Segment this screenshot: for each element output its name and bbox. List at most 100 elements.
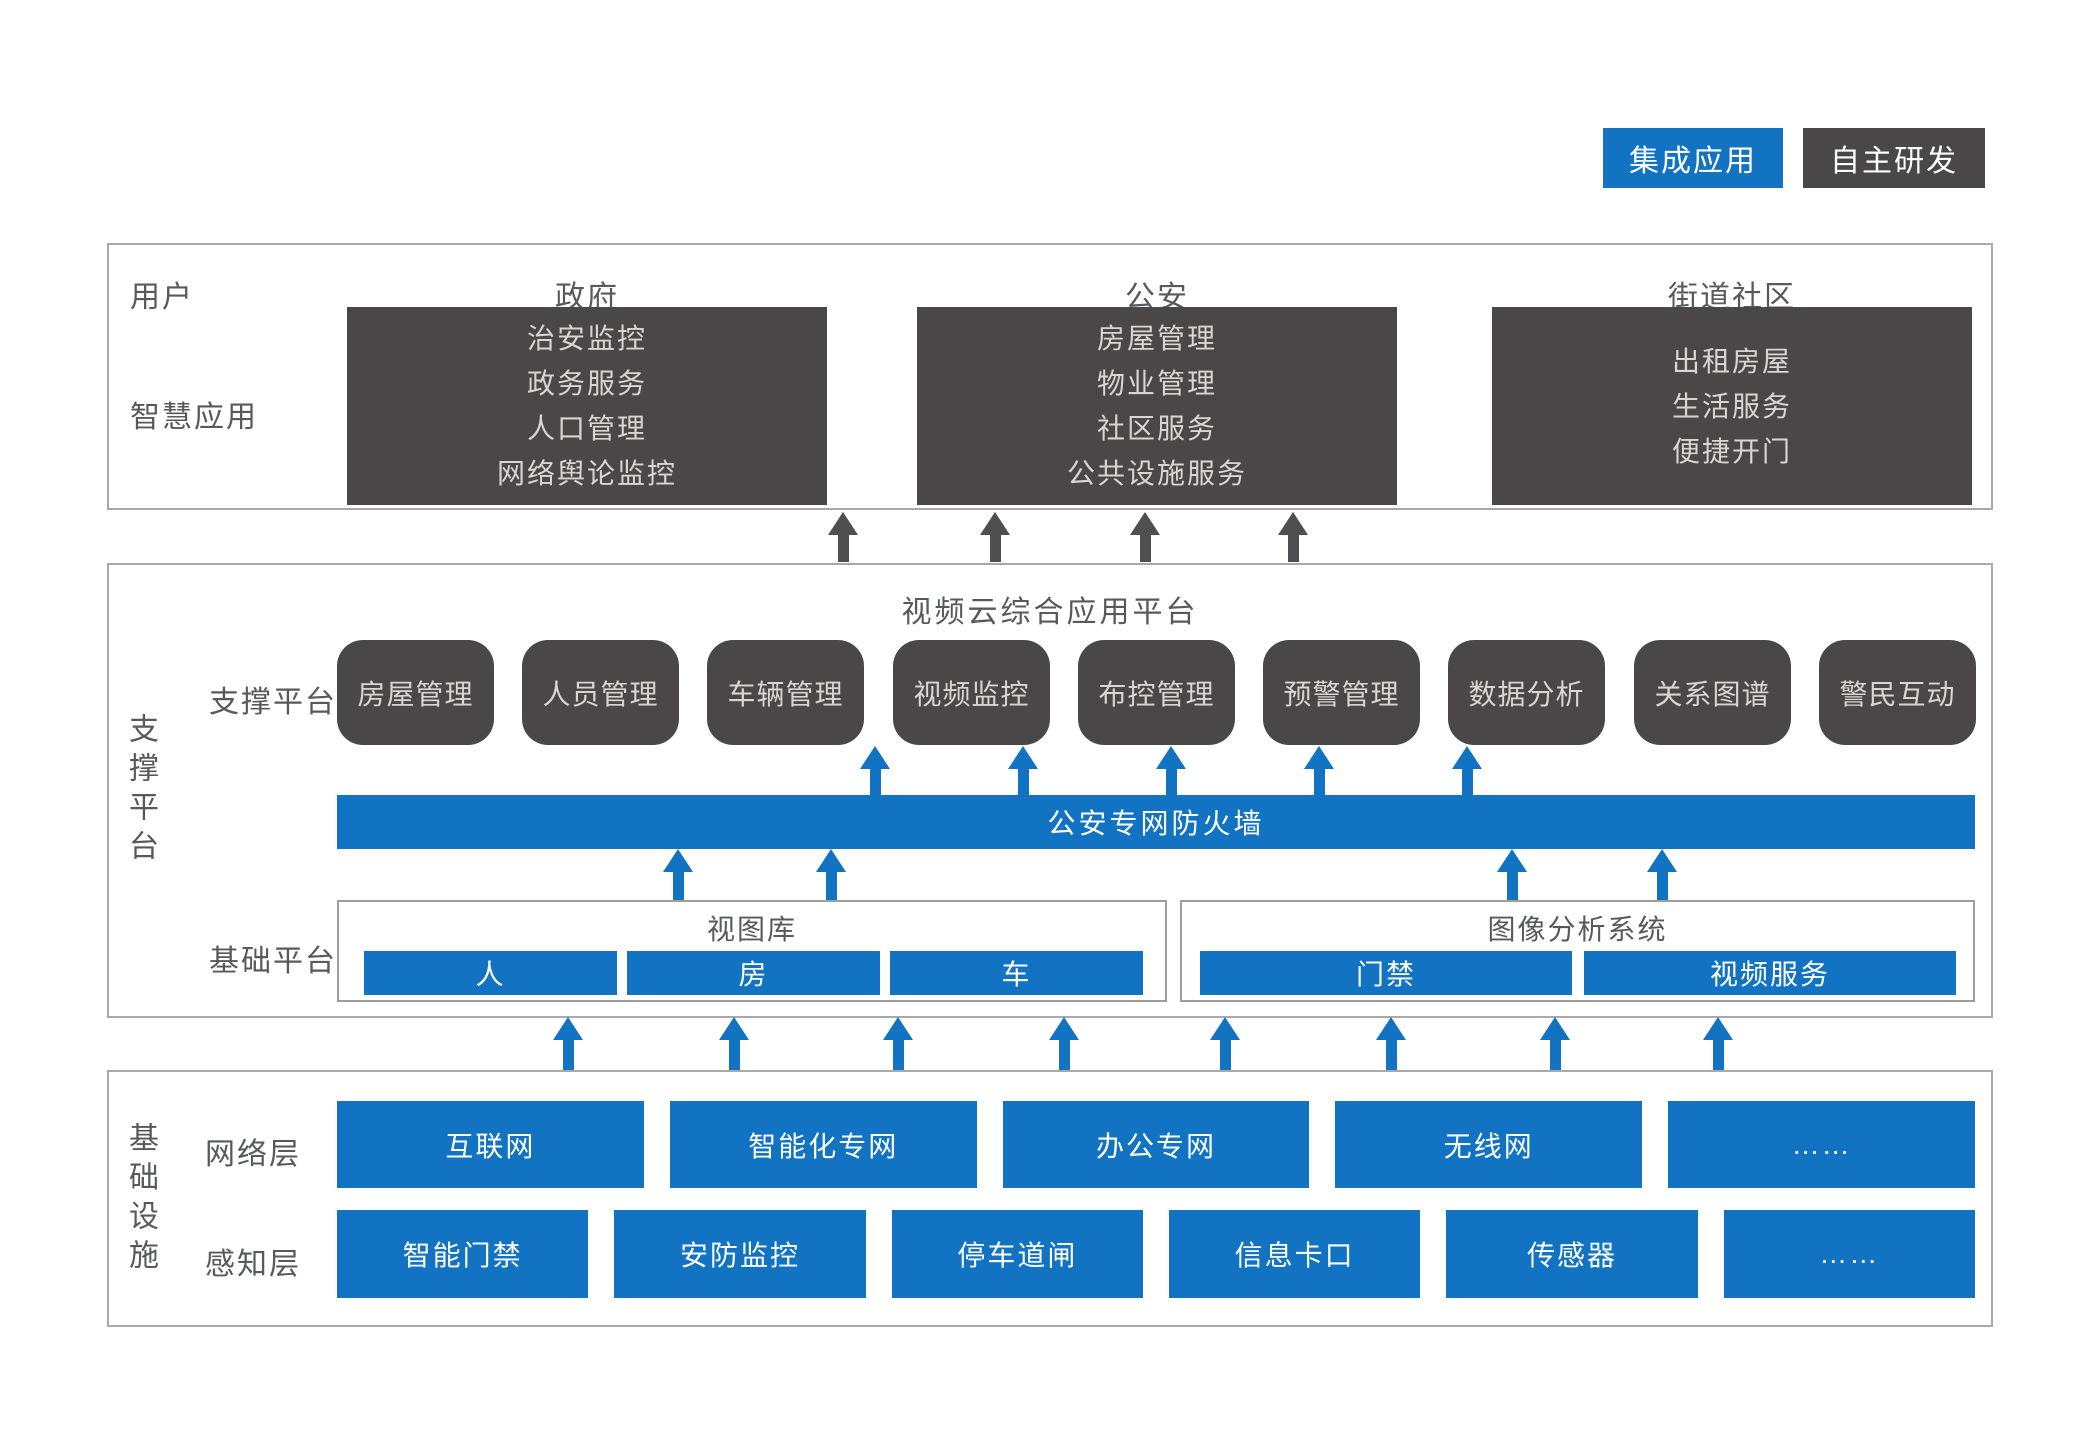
arrow-stem — [1287, 535, 1299, 562]
support-module: 警民互动 — [1819, 640, 1976, 745]
app-item: 治安监控 — [526, 323, 647, 354]
arrow-stem — [1139, 535, 1151, 562]
arrow-stem — [869, 769, 881, 795]
up-arrow-blue — [816, 849, 846, 900]
sensing-item: 信息卡口 — [1168, 1210, 1421, 1298]
up-arrow-blue — [1304, 746, 1334, 795]
support-module: 预警管理 — [1263, 640, 1420, 745]
up-arrow-blue — [1452, 746, 1482, 795]
up-arrow-blue — [1049, 1017, 1079, 1070]
arrow-stem — [1712, 1040, 1724, 1070]
arrow-head — [816, 849, 846, 872]
infrastructure-section: 基础设施 网络层 感知层 互联网 智能化专网 办公专网 无线网 …… 智能门禁 … — [107, 1070, 1993, 1327]
arrow-stem — [672, 872, 684, 900]
arrow-stem — [892, 1040, 904, 1070]
app-item: 房屋管理 — [1096, 323, 1217, 354]
arrow-head — [1130, 512, 1160, 535]
arrow-head — [719, 1017, 749, 1040]
up-arrow-blue — [1540, 1017, 1570, 1070]
up-arrow-blue — [1376, 1017, 1406, 1070]
app-item: 生活服务 — [1671, 390, 1792, 422]
arrow-head — [1008, 746, 1038, 769]
app-box-police: 房屋管理 物业管理 社区服务 公共设施服务 — [917, 307, 1397, 505]
support-module: 布控管理 — [1078, 640, 1235, 745]
image-analysis-box: 图像分析系统 门禁 视频服务 — [1180, 900, 1975, 1002]
support-row-label: 支撑平台 — [209, 686, 337, 719]
arrow-head — [1304, 746, 1334, 769]
network-item: 互联网 — [337, 1101, 644, 1188]
base-row-label: 基础平台 — [209, 945, 337, 978]
network-layer-row: 互联网 智能化专网 办公专网 无线网 …… — [337, 1101, 1975, 1188]
app-item: 政务服务 — [526, 368, 647, 399]
base-bar: 门禁 — [1200, 951, 1572, 995]
arrow-stem — [989, 535, 1001, 562]
arrow-stem — [1165, 769, 1177, 795]
arrow-head — [1647, 849, 1677, 872]
arrow-stem — [562, 1040, 574, 1070]
sensing-item: 安防监控 — [614, 1210, 866, 1298]
arrow-head — [1210, 1017, 1240, 1040]
support-module: 人员管理 — [522, 640, 679, 745]
up-arrow-blue — [1497, 849, 1527, 900]
sensing-layer-label: 感知层 — [205, 1248, 301, 1281]
sensing-item: 智能门禁 — [337, 1210, 589, 1298]
app-item: 社区服务 — [1096, 413, 1217, 444]
support-module: 车辆管理 — [707, 640, 864, 745]
arrow-head — [828, 512, 858, 535]
base-bar: 房 — [627, 951, 880, 995]
legend-integrated-badge: 集成应用 — [1603, 128, 1783, 188]
up-arrow-blue — [663, 849, 693, 900]
network-item: 办公专网 — [1002, 1101, 1310, 1188]
base-bar: 视频服务 — [1584, 951, 1956, 995]
up-arrow-blue — [1156, 746, 1186, 795]
arrow-head — [1703, 1017, 1733, 1040]
arrow-head — [883, 1017, 913, 1040]
arrow-head — [1156, 746, 1186, 769]
app-item: 便捷开门 — [1671, 435, 1792, 467]
up-arrow-blue — [553, 1017, 583, 1070]
support-module: 数据分析 — [1448, 640, 1605, 745]
arrow-stem — [1219, 1040, 1231, 1070]
app-item: 出租房屋 — [1671, 345, 1792, 377]
arrow-stem — [1656, 872, 1668, 900]
arrow-stem — [1017, 769, 1029, 795]
sensing-item: …… — [1723, 1210, 1975, 1298]
arrow-stem — [1461, 769, 1473, 795]
app-item: 公共设施服务 — [1066, 458, 1247, 489]
arrow-head — [1278, 512, 1308, 535]
arrow-head — [1452, 746, 1482, 769]
firewall-bar: 公安专网防火墙 — [337, 795, 1975, 849]
arrow-stem — [1058, 1040, 1070, 1070]
arrow-head — [663, 849, 693, 872]
up-arrow-dark — [1130, 512, 1160, 562]
up-arrow-blue — [1008, 746, 1038, 795]
user-row-label: 用户 — [130, 281, 194, 314]
app-box-government: 治安监控 政务服务 人口管理 网络舆论监控 — [347, 307, 827, 505]
up-arrow-dark — [1278, 512, 1308, 562]
app-item: 网络舆论监控 — [496, 458, 677, 489]
arrow-stem — [728, 1040, 740, 1070]
sensing-layer-row: 智能门禁 安防监控 停车道闸 信息卡口 传感器 …… — [337, 1210, 1975, 1298]
arrow-stem — [1549, 1040, 1561, 1070]
arrow-head — [860, 746, 890, 769]
network-layer-label: 网络层 — [205, 1138, 301, 1171]
platform-title: 视频云综合应用平台 — [901, 596, 1199, 629]
arrow-head — [1049, 1017, 1079, 1040]
platform-side-label: 支撑平台 — [124, 713, 157, 869]
arrow-head — [1497, 849, 1527, 872]
arrow-head — [980, 512, 1010, 535]
app-box-community: 出租房屋 生活服务 便捷开门 — [1492, 307, 1972, 505]
up-arrow-blue — [719, 1017, 749, 1070]
infrastructure-side-label: 基础设施 — [124, 1122, 157, 1278]
app-item: 人口管理 — [526, 413, 647, 444]
support-module: 房屋管理 — [337, 640, 494, 745]
arrow-stem — [1506, 872, 1518, 900]
arrow-stem — [1385, 1040, 1397, 1070]
support-module: 视频监控 — [893, 640, 1050, 745]
up-arrow-blue — [1210, 1017, 1240, 1070]
up-arrow-dark — [980, 512, 1010, 562]
view-library-box: 视图库 人 房 车 — [337, 900, 1167, 1002]
platform-section: 视频云综合应用平台 支撑平台 支撑平台 房屋管理 人员管理 车辆管理 视频监控 … — [107, 563, 1993, 1018]
image-analysis-title: 图像分析系统 — [1487, 914, 1668, 945]
